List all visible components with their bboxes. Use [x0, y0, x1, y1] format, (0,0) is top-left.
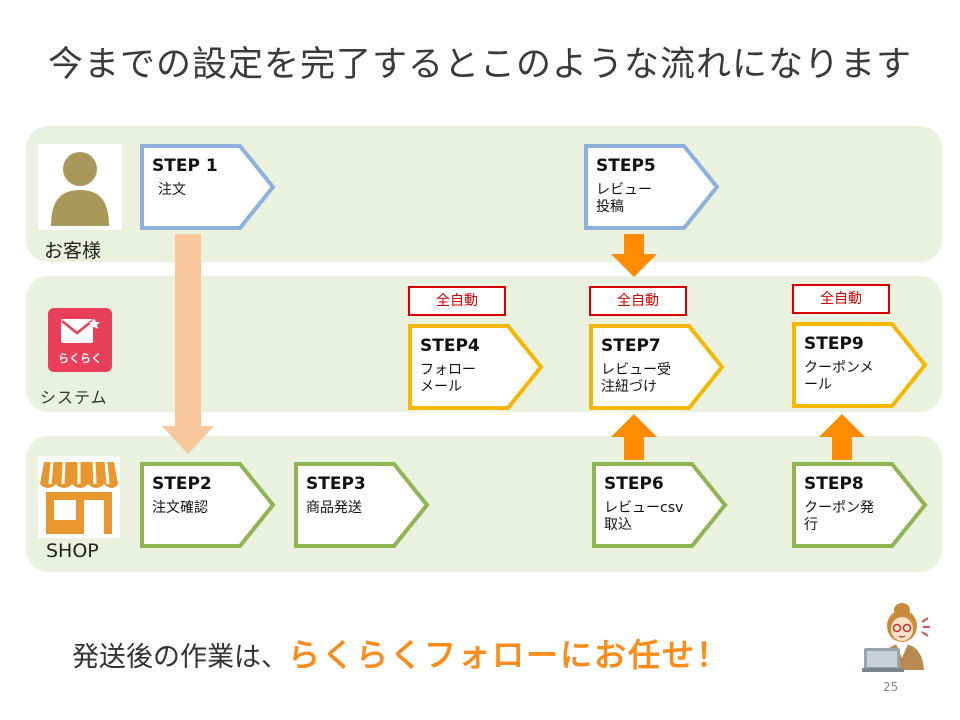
- step-8-title: STEP8: [804, 474, 864, 494]
- auto-badge-step4: 全自動: [408, 286, 506, 316]
- step-6-title: STEP6: [604, 474, 664, 494]
- step-4-pentagon: [408, 324, 544, 410]
- lane-label-customer: お客様: [44, 240, 102, 262]
- orange-up-arrow-step7: [611, 414, 657, 460]
- step-8: STEP8 クーポン発行: [792, 462, 928, 548]
- step-7-pentagon: [589, 324, 725, 410]
- step-2-desc: 注文確認: [152, 500, 208, 516]
- step-2: STEP2 注文確認: [140, 462, 276, 548]
- auto-badge-step7: 全自動: [589, 286, 687, 316]
- person-icon: [38, 144, 122, 230]
- step-6-pentagon: [592, 462, 728, 548]
- step-9: STEP9 クーポンメール: [792, 322, 928, 408]
- step-4: STEP4 フォローメール: [408, 324, 544, 410]
- lane-label-system: システム: [40, 388, 108, 407]
- step-4-desc: フォローメール: [420, 362, 476, 395]
- bottom-message-highlight: らくらくフォローにお任せ！: [288, 636, 731, 674]
- step-7-title: STEP7: [601, 336, 661, 356]
- step-5-title: STEP5: [596, 156, 656, 176]
- orange-up-arrow-step9: [819, 414, 865, 460]
- step-1: STEP 1 注文: [140, 144, 276, 230]
- rakuraku-mail-icon: らくらく: [48, 308, 112, 372]
- step-5-pentagon: [584, 144, 720, 230]
- step-8-desc: クーポン発行: [804, 500, 874, 533]
- step-2-pentagon: [140, 462, 276, 548]
- page-number: 25: [883, 680, 899, 694]
- step-8-pentagon: [792, 462, 928, 548]
- step-5: STEP5 レビュー投稿: [584, 144, 720, 230]
- step-3-title: STEP3: [306, 474, 366, 494]
- step-1-pentagon: [140, 144, 276, 230]
- auto-badge-step9: 全自動: [792, 284, 890, 314]
- page-title: 今までの設定を完了するとこのような流れになります: [47, 45, 912, 85]
- step-7-desc: レビュー受注紐づけ: [601, 362, 671, 395]
- bottom-message-prefix: 発送後の作業は、: [72, 642, 288, 673]
- rakuraku-icon-text: らくらく: [58, 352, 102, 365]
- step-9-pentagon: [792, 322, 928, 408]
- step-1-desc: 注文: [158, 182, 186, 198]
- step-1-title: STEP 1: [152, 156, 218, 176]
- step-9-title: STEP9: [804, 334, 864, 354]
- lane-label-shop: SHOP: [46, 540, 99, 562]
- woman-laptop-icon: [862, 603, 930, 672]
- orange-down-arrow: [611, 234, 657, 277]
- peach-down-arrow: [162, 234, 214, 454]
- step-3-desc: 商品発送: [306, 500, 362, 516]
- step-4-title: STEP4: [420, 336, 480, 356]
- bottom-message: 発送後の作業は、らくらくフォローにお任せ！: [72, 630, 730, 676]
- shop-icon: [38, 456, 120, 538]
- step-9-desc: クーポンメール: [804, 360, 874, 393]
- step-5-desc: レビュー投稿: [596, 182, 652, 215]
- step-7: STEP7 レビュー受注紐づけ: [589, 324, 725, 410]
- step-2-title: STEP2: [152, 474, 212, 494]
- step-3-pentagon: [294, 462, 430, 548]
- step-3: STEP3 商品発送: [294, 462, 430, 548]
